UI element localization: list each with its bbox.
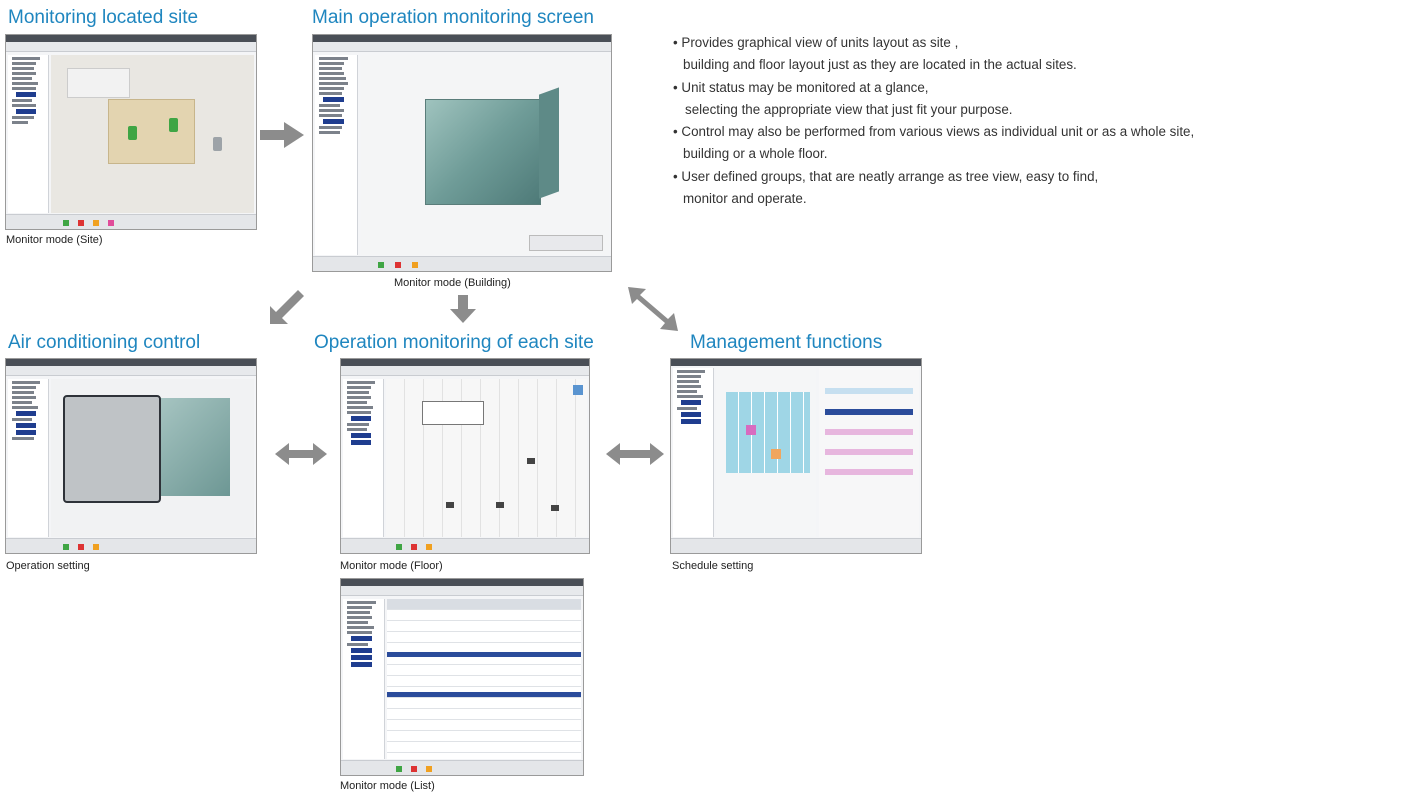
window-titlebar (341, 359, 589, 366)
screenshot-floor-monitor (340, 358, 590, 554)
window-titlebar (6, 35, 256, 42)
calendar-pane (716, 368, 816, 537)
bullet-line: monitor and operate. (683, 191, 807, 207)
timeline-bar (824, 428, 913, 435)
site-map-pane (51, 55, 254, 213)
heading-monitoring-located-site: Monitoring located site (8, 7, 199, 28)
heading-main-operation-monitoring-screen: Main operation monitoring screen (312, 7, 594, 28)
table-header (386, 599, 581, 609)
bullet-line: • User defined groups, that are neatly a… (673, 168, 1099, 184)
screenshot-operation-setting (5, 358, 257, 554)
tree-view (8, 55, 49, 213)
window-statusbar (6, 214, 256, 229)
heading-air-conditioning-control: Air conditioning control (8, 332, 201, 353)
caption-monitor-mode-list: Monitor mode (List) (340, 780, 435, 792)
screenshot-building-monitor (312, 34, 612, 272)
tree-view (315, 55, 358, 255)
site-building-block (107, 99, 196, 165)
calendar-marker (746, 425, 756, 436)
caption-monitor-mode-floor: Monitor mode (Floor) (340, 560, 443, 572)
tree-view (673, 368, 714, 537)
window-toolbar (313, 42, 611, 52)
unit-icon (213, 137, 223, 152)
site-building-block (67, 67, 131, 99)
arrow-down-icon (450, 295, 476, 323)
window-toolbar (6, 42, 256, 52)
arrow-bidirectional-diagonal-icon (628, 287, 678, 331)
caption-monitor-mode-building: Monitor mode (Building) (394, 277, 511, 289)
window-statusbar (341, 538, 589, 553)
window-statusbar (6, 538, 256, 553)
heading-operation-monitoring-of-each-site: Operation monitoring of each site (314, 332, 594, 353)
unit-icon (168, 118, 178, 133)
window-toolbar (341, 366, 589, 376)
floor-plan-pane (385, 379, 587, 537)
operation-pane (51, 379, 254, 537)
timeline-pane (818, 368, 919, 537)
bullet-line: selecting the appropriate view that just… (685, 101, 1013, 117)
arrow-bidirectional-horizontal-icon (606, 443, 664, 465)
bullet-line: • Control may also be performed from var… (673, 124, 1195, 140)
caption-schedule-setting: Schedule setting (672, 560, 754, 572)
unit-icon (446, 502, 455, 509)
arrow-bidirectional-horizontal-icon (275, 443, 327, 465)
heading-management-functions: Management functions (690, 332, 883, 353)
screenshot-list-monitor (340, 578, 584, 776)
table-row-selected (386, 651, 581, 657)
unit-icon (128, 126, 138, 141)
bullet-line: building and floor layout just as they a… (683, 57, 1077, 73)
tree-view (8, 379, 49, 537)
window-titlebar (6, 359, 256, 366)
tree-view (343, 379, 384, 537)
timeline-bar (824, 388, 913, 395)
window-statusbar (671, 538, 921, 553)
building-3d-side (539, 87, 560, 199)
feature-description: • Provides graphical view of units layou… (673, 32, 1413, 210)
screenshot-schedule-setting (670, 358, 922, 554)
calendar-grid (726, 391, 810, 473)
building-view-pane (360, 55, 609, 255)
unit-icon (550, 505, 559, 512)
window-statusbar (341, 760, 583, 775)
building-3d-model (425, 99, 542, 205)
timeline-bar (824, 469, 913, 476)
unit-icon (526, 458, 535, 464)
list-table-pane (386, 599, 581, 759)
bullet-line: • Unit status may be monitored at a glan… (673, 79, 929, 95)
caption-operation-setting: Operation setting (6, 560, 90, 572)
calendar-marker (771, 449, 781, 460)
window-titlebar (341, 579, 583, 586)
window-titlebar (671, 359, 921, 366)
side-panel-button (573, 385, 583, 395)
arrow-right-icon (260, 122, 304, 148)
unit-icon (496, 502, 505, 509)
timeline-bar (824, 408, 913, 415)
arrow-down-left-icon (270, 290, 304, 324)
window-toolbar (6, 366, 256, 376)
operation-dialog (63, 394, 161, 504)
timeline-bar (824, 449, 913, 456)
bullet-line: • Provides graphical view of units layou… (673, 35, 959, 50)
floor-popup (421, 401, 485, 426)
tree-view (343, 599, 386, 759)
caption-monitor-mode-site: Monitor mode (Site) (6, 234, 103, 246)
table-row-selected (386, 691, 581, 697)
window-titlebar (313, 35, 611, 42)
building-3d-model (156, 397, 230, 496)
floor-buttons (529, 235, 603, 251)
bullet-line: building or a whole floor. (683, 146, 828, 162)
window-toolbar (341, 586, 583, 596)
screenshot-site-monitor (5, 34, 257, 230)
window-statusbar (313, 256, 611, 271)
